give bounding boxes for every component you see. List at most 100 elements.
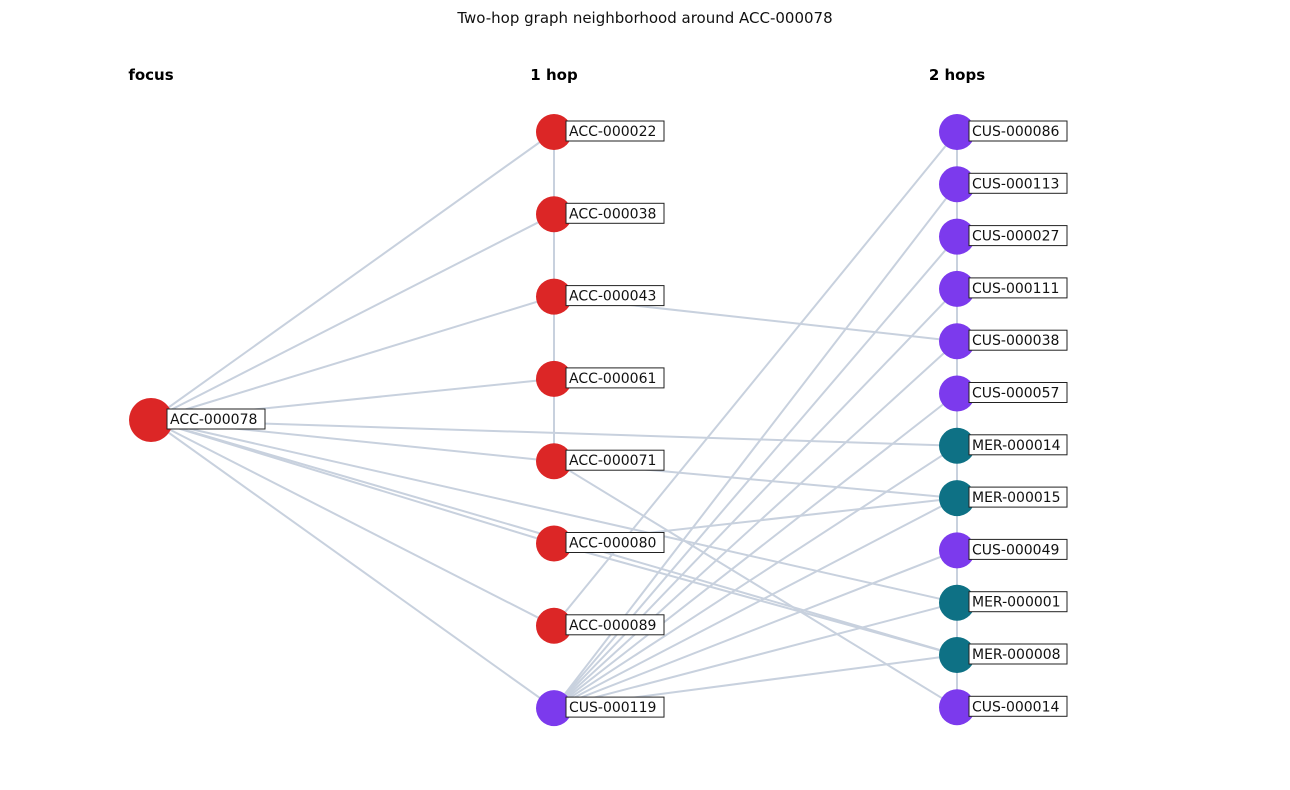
node-cus-000057[interactable]: CUS-000057: [939, 375, 1068, 412]
node-label-box: [968, 225, 1068, 247]
node-cus-000119[interactable]: CUS-000119: [536, 690, 665, 727]
account-node-circle[interactable]: [129, 398, 173, 442]
customer-node-circle[interactable]: [939, 114, 975, 150]
node-cus-000086[interactable]: CUS-000086: [939, 114, 1068, 150]
edge-cus-000119-mer-000001: [553, 601, 958, 710]
node-mer-000015[interactable]: MER-000015: [939, 480, 1068, 517]
edge-acc-000078-mer-000001: [150, 419, 958, 604]
node-mer-000001[interactable]: MER-000001: [939, 584, 1068, 621]
node-label: ACC-000071: [569, 453, 656, 469]
account-node-circle[interactable]: [536, 443, 572, 480]
edge-acc-000071-cus-000014: [553, 460, 958, 709]
node-mer-000008[interactable]: MER-000008: [939, 637, 1068, 673]
edge-acc-000078-acc-000022: [150, 131, 555, 421]
edge-cus-000119-cus-000057: [553, 392, 958, 709]
node-label: MER-000014: [972, 438, 1061, 454]
node-acc-000022[interactable]: ACC-000022: [536, 114, 665, 150]
customer-node-circle[interactable]: [939, 323, 975, 360]
node-label-box: [565, 449, 665, 471]
node-label-box: [968, 591, 1068, 613]
diagram-title: Two-hop graph neighborhood around ACC-00…: [456, 9, 832, 27]
merchant-node-circle[interactable]: [939, 427, 975, 464]
account-node-circle[interactable]: [536, 525, 572, 562]
customer-node-circle[interactable]: [536, 690, 572, 727]
nodes-layer: ACC-000078 ACC-000022ACC-000038ACC-000043…: [129, 114, 1068, 727]
column-header-focus: focus: [128, 66, 173, 84]
node-label-box: [166, 408, 266, 430]
edge-cus-000119-mer-000015: [553, 497, 958, 709]
node-label: ACC-000078: [170, 412, 257, 428]
account-node-circle[interactable]: [536, 196, 572, 233]
node-label-box: [565, 696, 665, 718]
node-label-box: [968, 434, 1068, 456]
node-label-box: [968, 695, 1068, 717]
edge-acc-000078-acc-000043: [150, 295, 555, 421]
node-label: MER-000008: [972, 647, 1061, 663]
node-acc-000080[interactable]: ACC-000080: [536, 525, 665, 562]
node-label: CUS-000111: [972, 281, 1059, 297]
node-label: ACC-000080: [569, 536, 656, 552]
node-cus-000113[interactable]: CUS-000113: [939, 166, 1068, 203]
account-node-circle[interactable]: [536, 607, 572, 644]
node-cus-000038[interactable]: CUS-000038: [939, 323, 1068, 360]
node-label: CUS-000113: [972, 176, 1059, 192]
merchant-node-circle[interactable]: [939, 480, 975, 517]
customer-node-circle[interactable]: [939, 689, 975, 726]
edge-cus-000119-cus-000111: [553, 288, 958, 709]
column-header-1-hop: 1 hop: [530, 66, 578, 84]
edge-acc-000078-cus-000119: [150, 419, 555, 709]
node-label-box: [565, 532, 665, 553]
edge-acc-000078-acc-000038: [150, 213, 555, 421]
node-label-box: [968, 538, 1068, 560]
node-acc-000089[interactable]: ACC-000089: [536, 607, 665, 644]
account-node-circle[interactable]: [536, 360, 572, 397]
customer-node-circle[interactable]: [939, 375, 975, 412]
node-acc-000038[interactable]: ACC-000038: [536, 196, 665, 233]
node-label: CUS-000057: [972, 386, 1059, 402]
node-cus-000027[interactable]: CUS-000027: [939, 218, 1068, 255]
edge-cus-000119-mer-000014: [553, 444, 958, 709]
account-node-circle[interactable]: [536, 114, 572, 150]
node-label: ACC-000022: [569, 124, 656, 140]
node-label: MER-000015: [972, 490, 1061, 506]
node-label-box: [968, 329, 1068, 351]
node-mer-000014[interactable]: MER-000014: [939, 427, 1068, 464]
node-label: CUS-000119: [569, 700, 656, 716]
node-cus-000111[interactable]: CUS-000111: [939, 270, 1068, 307]
node-label-box: [565, 614, 665, 636]
node-label: ACC-000089: [569, 618, 656, 634]
node-cus-000049[interactable]: CUS-000049: [939, 532, 1068, 569]
node-acc-000061[interactable]: ACC-000061: [536, 360, 665, 397]
node-acc-000043[interactable]: ACC-000043: [536, 278, 665, 315]
edge-acc-000078-acc-000089: [150, 419, 555, 627]
node-label: CUS-000049: [972, 542, 1059, 558]
node-label-box: [968, 486, 1068, 508]
customer-node-circle[interactable]: [939, 218, 975, 255]
customer-node-circle[interactable]: [939, 166, 975, 203]
customer-node-circle[interactable]: [939, 270, 975, 307]
node-cus-000014[interactable]: CUS-000014: [939, 689, 1068, 726]
node-label: CUS-000014: [972, 699, 1059, 715]
customer-node-circle[interactable]: [939, 532, 975, 569]
column-header-2-hops: 2 hops: [929, 66, 985, 84]
node-label: MER-000001: [972, 595, 1061, 611]
node-label-box: [565, 285, 665, 307]
node-label-box: [565, 202, 665, 224]
node-label-box: [565, 120, 665, 142]
node-label: ACC-000038: [569, 206, 656, 222]
node-label-box: [968, 172, 1068, 194]
node-label: ACC-000061: [569, 371, 656, 387]
node-acc-000071[interactable]: ACC-000071: [536, 443, 665, 480]
node-label-box: [968, 382, 1068, 403]
account-node-circle[interactable]: [536, 278, 572, 315]
edge-cus-000119-cus-000049: [553, 549, 958, 710]
node-acc-000078[interactable]: ACC-000078: [129, 398, 266, 442]
node-label: CUS-000027: [972, 229, 1059, 245]
edge-cus-000119-cus-000038: [553, 340, 958, 709]
merchant-node-circle[interactable]: [939, 637, 975, 673]
edges-layer: [150, 131, 958, 710]
node-label-box: [565, 367, 665, 389]
node-label: ACC-000043: [569, 289, 656, 305]
merchant-node-circle[interactable]: [939, 584, 975, 621]
